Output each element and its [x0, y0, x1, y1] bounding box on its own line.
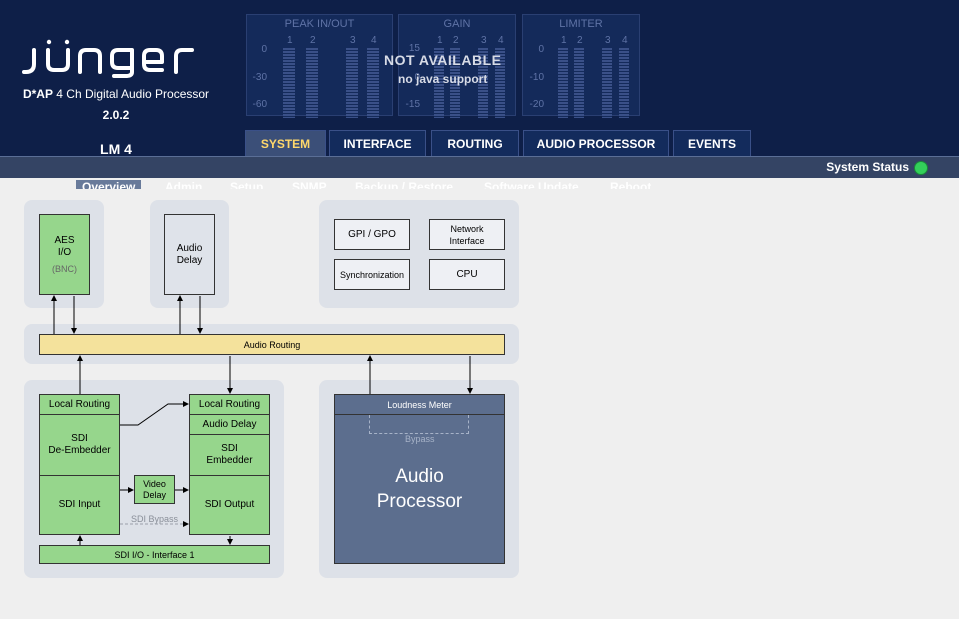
firmware-version: 2.0.2 — [102, 108, 130, 122]
limiter-scale-bottom: -20 — [529, 99, 544, 110]
peak-ch-1: 1 — [287, 35, 293, 46]
device-name: LM 4 — [100, 141, 132, 157]
not-available-text: NOT AVAILABLE — [384, 52, 502, 68]
subnav-mask — [0, 189, 959, 199]
gain-meter-panel: GAIN 1 2 3 4 15 0 -15 — [398, 14, 516, 118]
gain-scale-bottom: -15 — [405, 99, 420, 110]
junger-logo — [22, 39, 194, 78]
sdi-io-interface-bar[interactable]: SDI I/O - Interface 1 — [39, 545, 270, 564]
bypass-dashed-box — [369, 415, 469, 434]
gain-ch-3: 3 — [481, 35, 487, 46]
network-interface-box[interactable]: Network Interface — [429, 219, 505, 250]
peak-bar-4 — [367, 48, 379, 118]
limiter-meter-title: LIMITER — [559, 18, 603, 30]
limiter-bar-2 — [574, 48, 584, 118]
gain-bar-2 — [450, 48, 460, 118]
gpi-gpo-box[interactable]: GPI / GPO — [334, 219, 410, 250]
peak-ch-2: 2 — [310, 35, 316, 46]
limiter-ch-2: 2 — [577, 35, 583, 46]
system-status-label[interactable]: System Status — [826, 160, 909, 174]
tab-system[interactable]: SYSTEM — [245, 130, 326, 156]
system-modules-panel — [319, 200, 519, 308]
cpu-box[interactable]: CPU — [429, 259, 505, 290]
peak-ch-4: 4 — [371, 35, 377, 46]
limiter-scale-top: 0 — [538, 44, 544, 55]
audio-processor-label: Audio Processor — [376, 466, 463, 512]
audio-delay-box[interactable]: Audio Delay — [164, 214, 215, 295]
limiter-ch-4: 4 — [622, 35, 628, 46]
bypass-label: Bypass — [405, 434, 435, 444]
peak-bar-3 — [346, 48, 358, 118]
peak-scale-top: 0 — [261, 44, 267, 55]
limiter-bar-1 — [558, 48, 568, 118]
audio-routing-bar[interactable]: Audio Routing — [39, 334, 505, 355]
gain-ch-1: 1 — [437, 35, 443, 46]
peak-bar-1 — [283, 48, 295, 118]
sdi-input-box[interactable]: SDI Input — [39, 475, 120, 535]
tab-events[interactable]: EVENTS — [673, 130, 751, 156]
peak-meter-title: PEAK IN/OUT — [284, 18, 355, 30]
sdi-bypass-label: SDI Bypass — [131, 514, 179, 524]
synchronization-box[interactable]: Synchronization — [334, 259, 410, 290]
peak-scale-bottom: -60 — [252, 99, 267, 110]
audio-processor-box[interactable] — [334, 414, 505, 564]
limiter-meter-panel: LIMITER 1 2 3 4 0 -10 -20 — [522, 14, 640, 118]
peak-scale-mid: -30 — [252, 72, 267, 83]
gain-scale-mid: 0 — [414, 72, 420, 83]
gain-bar-3 — [478, 48, 488, 118]
tab-routing[interactable]: ROUTING — [431, 130, 519, 156]
tab-interface[interactable]: INTERFACE — [329, 130, 426, 156]
limiter-bar-3 — [602, 48, 612, 118]
gain-ch-4: 4 — [498, 35, 504, 46]
gain-bar-1 — [434, 48, 444, 118]
peak-ch-3: 3 — [350, 35, 356, 46]
limiter-ch-3: 3 — [605, 35, 611, 46]
peak-bar-2 — [306, 48, 318, 118]
sdi-output-box[interactable]: SDI Output — [189, 475, 270, 535]
limiter-scale-mid: -10 — [529, 72, 544, 83]
tab-audio-processor[interactable]: AUDIO PROCESSOR — [523, 130, 669, 156]
aes-io-title: AES I/O — [54, 234, 75, 258]
peak-meter-panel: PEAK IN/OUT 1 2 3 4 0 -30 -60 — [246, 14, 393, 118]
no-java-text: no java support — [398, 72, 488, 86]
aes-io-box[interactable]: AES I/O (BNC) — [39, 214, 90, 295]
gain-bar-4 — [495, 48, 505, 118]
aes-io-sub: (BNC) — [52, 263, 77, 274]
gain-meter-title: GAIN — [443, 18, 471, 30]
product-name: D*AP 4 Ch Digital Audio Processor — [22, 87, 210, 101]
gain-ch-2: 2 — [453, 35, 459, 46]
limiter-bar-4 — [619, 48, 629, 118]
status-bar — [0, 156, 959, 178]
gain-scale-top: 15 — [408, 43, 420, 54]
video-delay-box[interactable]: Video Delay — [134, 475, 175, 504]
limiter-ch-1: 1 — [561, 35, 567, 46]
status-led-icon — [914, 161, 928, 175]
